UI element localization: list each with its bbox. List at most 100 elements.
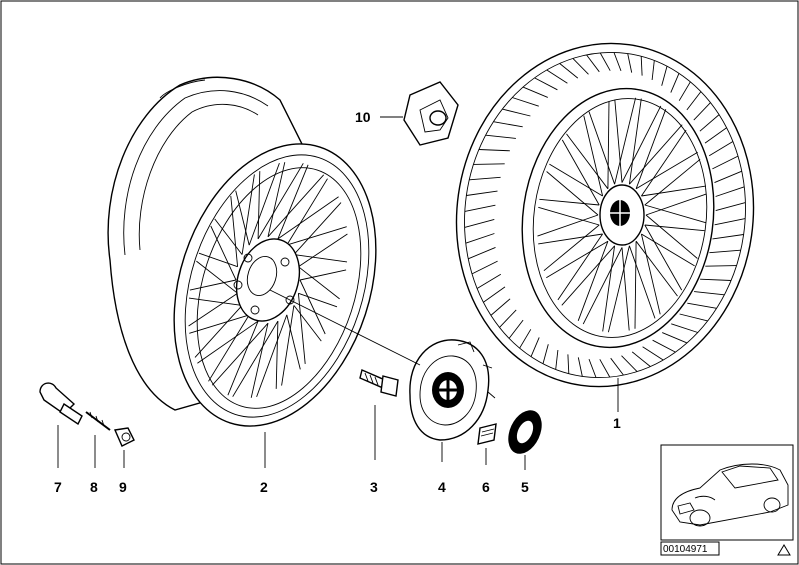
tread-block	[652, 339, 676, 353]
tread-block	[613, 52, 622, 72]
warning-triangle-icon	[777, 544, 791, 556]
tread-block	[490, 298, 511, 316]
tread-block	[679, 313, 708, 322]
spoke	[644, 224, 683, 291]
spoke	[286, 178, 328, 246]
spoke	[241, 174, 255, 255]
tread-block	[471, 260, 498, 275]
spoke	[644, 204, 706, 224]
emblem-part-5	[508, 410, 542, 470]
tread-block	[661, 66, 668, 86]
tread-block	[586, 54, 600, 73]
spoke	[645, 214, 698, 259]
tread-block	[468, 246, 496, 260]
tread-block	[502, 108, 531, 117]
spoke	[298, 266, 340, 300]
tread-block	[640, 56, 643, 76]
spoke	[628, 98, 642, 185]
tread-block	[678, 81, 691, 101]
spoke	[561, 139, 600, 206]
reference-number-box	[660, 541, 720, 556]
spoke	[549, 163, 603, 197]
tread-block	[709, 249, 741, 254]
spoke	[629, 124, 683, 185]
tread-block	[546, 69, 568, 84]
valve-part-7	[39, 382, 83, 468]
spoke	[641, 129, 687, 197]
tread-block	[483, 286, 506, 303]
tread-block	[642, 346, 664, 361]
spoke	[538, 233, 603, 245]
tread-block	[670, 73, 680, 93]
spoke	[538, 206, 600, 226]
tread-block	[485, 134, 516, 139]
tread-block	[714, 218, 746, 226]
car-thumbnail-icon	[660, 444, 794, 541]
valve-core-part-8	[85, 411, 111, 468]
tread-block	[522, 86, 548, 98]
spoke	[210, 225, 237, 281]
spoke	[641, 185, 706, 197]
spoke	[286, 314, 301, 370]
spoke	[566, 133, 609, 190]
tread-block	[530, 337, 540, 357]
label-9: 9	[119, 479, 127, 495]
tread-block	[687, 302, 717, 309]
spoke	[621, 247, 630, 331]
spoke	[214, 218, 243, 255]
tread-block	[714, 170, 742, 184]
spoke	[635, 109, 667, 189]
spoke	[194, 305, 243, 358]
valve-cap-part-9	[113, 427, 135, 468]
spoke	[644, 224, 705, 232]
tread-block	[621, 355, 638, 372]
tread-block	[704, 127, 727, 144]
label-10: 10	[355, 109, 371, 125]
complete-wheel-part-1	[455, 42, 755, 388]
label-2: 2	[260, 479, 268, 495]
label-7: 7	[54, 479, 62, 495]
tread-block	[631, 351, 651, 367]
spoke	[577, 241, 609, 321]
spoke	[561, 245, 615, 306]
hub-cap-part-4	[409, 339, 496, 462]
spoke	[281, 305, 295, 386]
tread-block	[534, 77, 558, 91]
spoke	[189, 314, 250, 334]
spoke	[299, 279, 326, 335]
spoke	[277, 196, 339, 240]
spoke	[546, 171, 599, 216]
spoke	[546, 240, 609, 279]
spoke	[621, 105, 662, 183]
tread-block	[599, 359, 611, 378]
tread-block	[465, 233, 495, 244]
spoke	[250, 323, 269, 398]
tread-block	[715, 186, 745, 197]
tread-block	[473, 163, 505, 165]
spoke	[644, 158, 701, 206]
spoke	[557, 233, 603, 301]
spoke	[607, 101, 610, 189]
spoke	[628, 245, 656, 319]
tread-block	[478, 149, 510, 152]
tread-block	[542, 344, 549, 364]
tread-block	[708, 141, 734, 157]
spoke	[256, 314, 288, 398]
tread-block	[469, 176, 501, 181]
tread-block	[464, 218, 495, 228]
tread-block	[559, 63, 579, 79]
spoke	[607, 245, 630, 333]
tread-block	[577, 357, 583, 377]
spoke	[614, 97, 637, 185]
tread-block	[686, 91, 702, 111]
tread-block	[464, 204, 496, 212]
reference-number: 00104971	[663, 544, 708, 555]
spoke	[267, 162, 286, 237]
tread-block	[693, 102, 711, 121]
spoke	[208, 314, 250, 382]
assembly-line	[269, 289, 421, 366]
spoke	[188, 292, 238, 327]
spoke	[298, 233, 348, 268]
tread-block	[610, 357, 624, 376]
